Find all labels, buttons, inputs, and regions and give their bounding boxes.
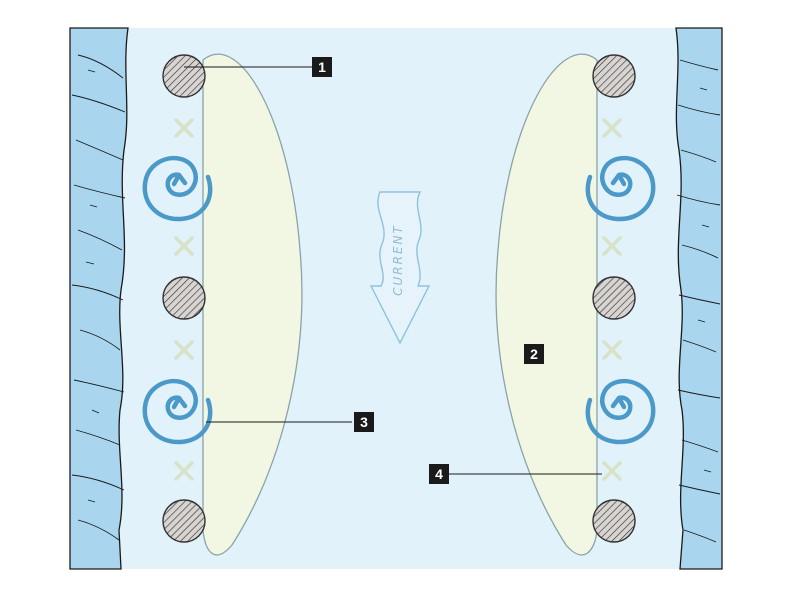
boulders <box>162 54 636 543</box>
callout-3-label: 3 <box>360 414 368 430</box>
boulder-icon <box>592 54 636 98</box>
eddy-swirl-icon <box>585 155 656 222</box>
left-bank-texture <box>71 54 126 541</box>
callout-4-label: 4 <box>435 466 443 482</box>
eddy-swirl-icon <box>585 378 656 445</box>
right-eddy-zone <box>495 53 598 556</box>
callout-2-label: 2 <box>530 346 538 362</box>
right-bank-texture <box>676 59 721 543</box>
boulder-icon <box>162 499 206 543</box>
eddy-swirls <box>142 155 656 445</box>
down-arrow-icon <box>369 191 431 345</box>
eddy-swirl-icon <box>142 378 213 445</box>
current-arrow: CURRENT <box>369 191 431 345</box>
right-bank <box>675 27 723 570</box>
current-label: CURRENT <box>391 224 405 296</box>
callout-3: 3 <box>354 412 374 432</box>
leader-lines <box>184 66 602 475</box>
eddy-swirl-icon <box>142 155 213 222</box>
callout-1: 1 <box>312 57 332 77</box>
callout-1-label: 1 <box>318 59 326 75</box>
boulder-icon <box>162 54 206 98</box>
left-bank <box>69 27 129 570</box>
left-eddy-zone <box>202 53 303 556</box>
callout-2: 2 <box>524 344 544 364</box>
boulder-icon <box>592 276 636 320</box>
boulder-icon <box>162 276 206 320</box>
boulder-icon <box>592 499 636 543</box>
callout-4: 4 <box>429 464 449 484</box>
